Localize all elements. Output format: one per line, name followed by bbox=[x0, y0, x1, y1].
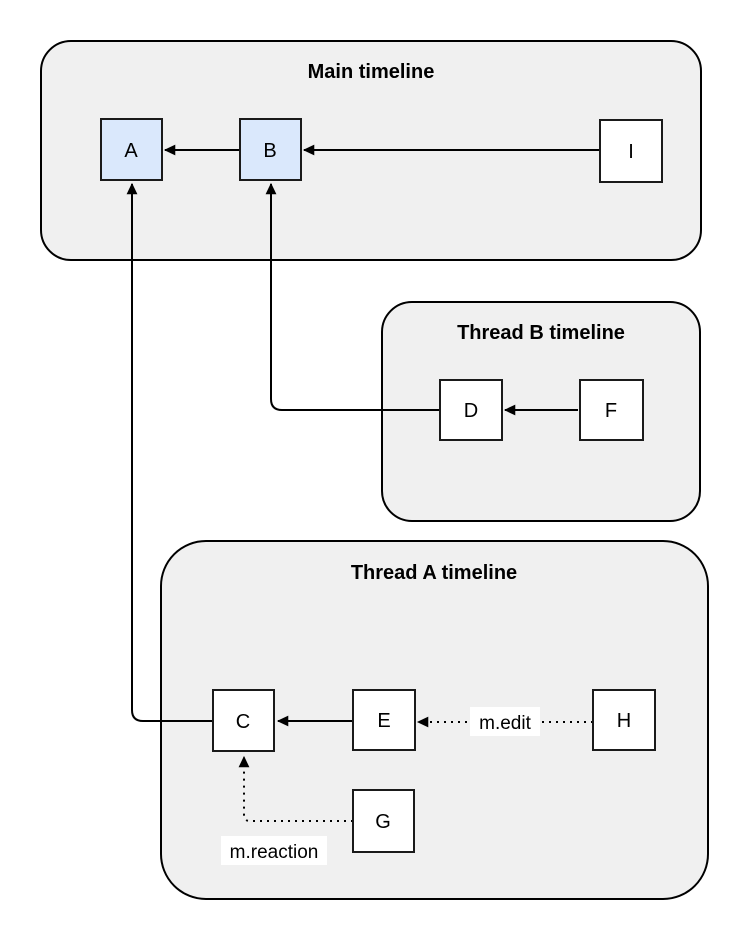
node-i-box bbox=[599, 119, 663, 183]
node-e: E bbox=[352, 689, 416, 751]
m-edit-label: m.edit bbox=[479, 713, 531, 734]
node-d-box bbox=[439, 379, 503, 441]
node-d: D bbox=[439, 379, 503, 441]
node-g-label: G bbox=[375, 811, 391, 833]
node-h: H bbox=[592, 689, 656, 751]
node-b: B bbox=[239, 118, 302, 181]
node-a: A bbox=[100, 118, 163, 181]
node-g: G bbox=[352, 789, 415, 853]
thread-b-timeline-title: Thread B timeline bbox=[457, 322, 625, 344]
node-c-label: C bbox=[236, 711, 250, 733]
node-i: I bbox=[599, 119, 663, 183]
node-f: F bbox=[579, 379, 644, 441]
node-e-box bbox=[352, 689, 416, 751]
edge-g-to-c bbox=[238, 755, 353, 822]
node-b-label: B bbox=[263, 140, 276, 162]
m-edit-label-bg bbox=[470, 707, 540, 736]
thread-b-timeline-box bbox=[381, 301, 701, 522]
node-f-label: F bbox=[605, 400, 617, 422]
node-h-label: H bbox=[617, 710, 631, 732]
node-a-box bbox=[100, 118, 163, 181]
edge-d-to-b bbox=[265, 182, 440, 411]
node-e-label: E bbox=[377, 710, 390, 732]
node-i-label: I bbox=[628, 141, 634, 163]
node-f-box bbox=[579, 379, 644, 441]
node-d-label: D bbox=[464, 400, 478, 422]
node-h-box bbox=[592, 689, 656, 751]
node-b-box bbox=[239, 118, 302, 181]
node-a-label: A bbox=[124, 140, 138, 162]
container-thread-b-timeline: Thread B timeline bbox=[381, 301, 701, 522]
m-reaction-label: m.reaction bbox=[230, 842, 319, 863]
edge-label-m-edit: m.edit bbox=[470, 707, 540, 736]
m-reaction-label-bg bbox=[221, 836, 327, 865]
thread-a-timeline-title: Thread A timeline bbox=[351, 562, 517, 584]
node-g-box bbox=[352, 789, 415, 853]
node-c-box bbox=[212, 689, 275, 752]
edge-c-to-a bbox=[126, 182, 213, 722]
main-timeline-title: Main timeline bbox=[308, 61, 435, 83]
edge-label-m-reaction: m.reaction bbox=[221, 836, 327, 865]
node-c: C bbox=[212, 689, 275, 752]
container-thread-a-timeline: Thread A timeline bbox=[160, 540, 709, 900]
